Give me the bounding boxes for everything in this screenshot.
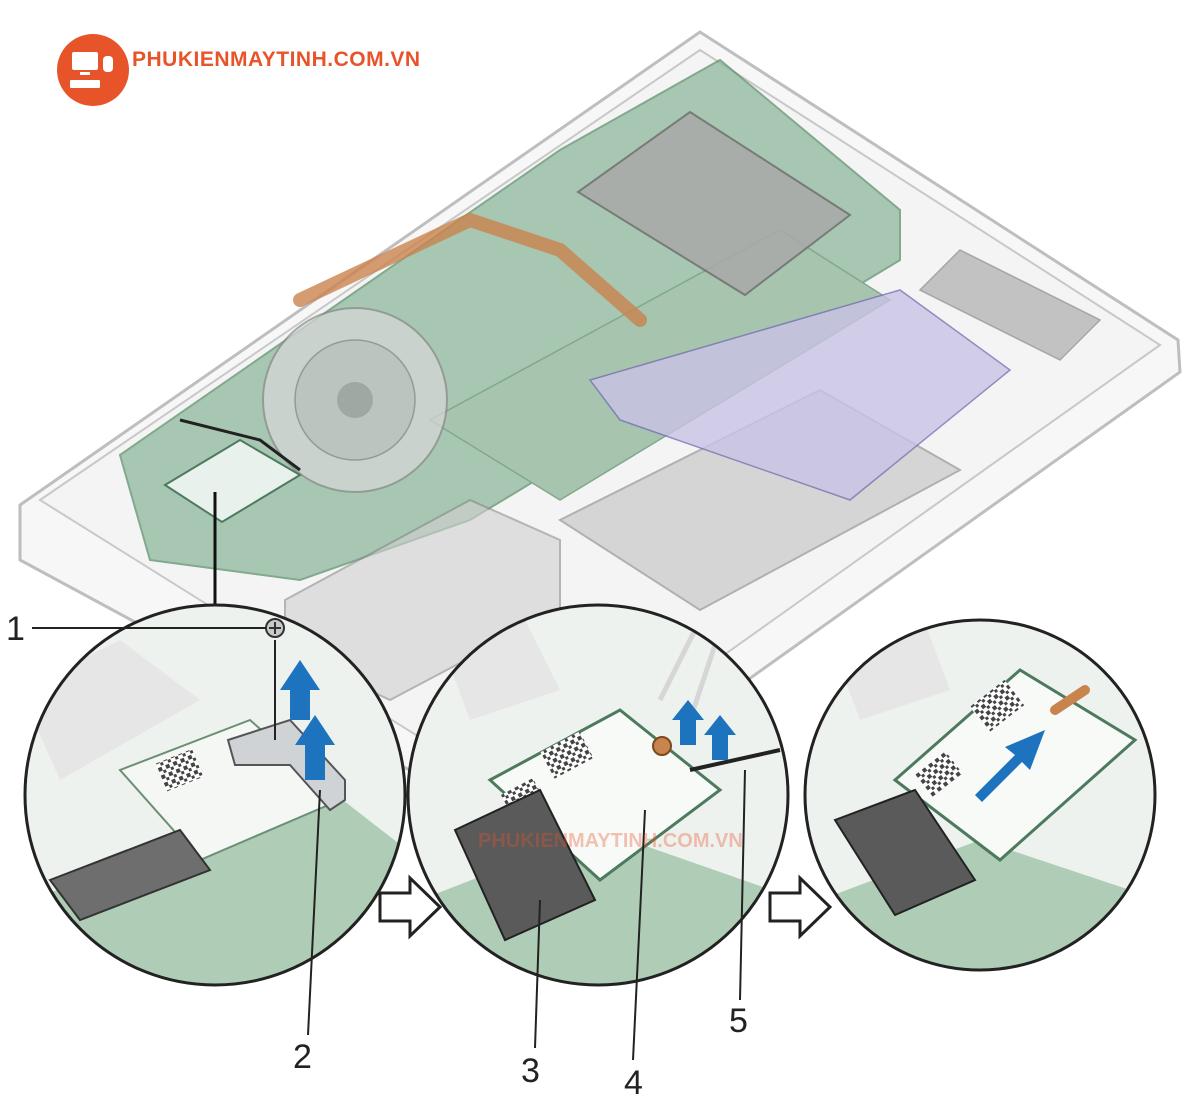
callout-5: 5 [729, 1002, 748, 1040]
logo-text: PHUKIENMAYTINH.COM.VN [132, 48, 421, 71]
callout-1: 1 [6, 610, 25, 648]
ssd-module [576, 110, 852, 297]
connector-slot-1 [48, 828, 212, 922]
detail-circle-1 [23, 603, 407, 987]
m2-connector-slot [453, 788, 597, 942]
detail-circle-2 [406, 603, 790, 987]
callout-2: 2 [293, 1038, 312, 1076]
wlan-card-location [163, 418, 302, 524]
step-arrow-2-icon [768, 874, 833, 940]
lift-arrow-icon [704, 715, 736, 760]
speaker [918, 249, 1102, 361]
watermark-text: PHUKIENMAYTINH.COM.VN [478, 830, 743, 852]
lift-arrow-icon [280, 660, 320, 720]
m2-connector-slot-empty [833, 788, 977, 917]
callout-4: 4 [624, 1064, 643, 1102]
callout-3: 3 [521, 1052, 540, 1090]
computer-accessories-logo-icon [57, 34, 129, 106]
lift-arrow-icon [672, 700, 704, 745]
slide-out-arrow-icon [975, 730, 1045, 802]
cooling-fan [262, 307, 448, 493]
wlan-bracket [226, 718, 346, 812]
lift-arrow-icon [295, 715, 335, 780]
callout-leaders [32, 627, 746, 1061]
flex-cables [588, 289, 1012, 501]
step-arrow-1-icon [378, 874, 443, 940]
heat-pipe [293, 212, 647, 327]
detail-circle-3 [803, 618, 1157, 972]
